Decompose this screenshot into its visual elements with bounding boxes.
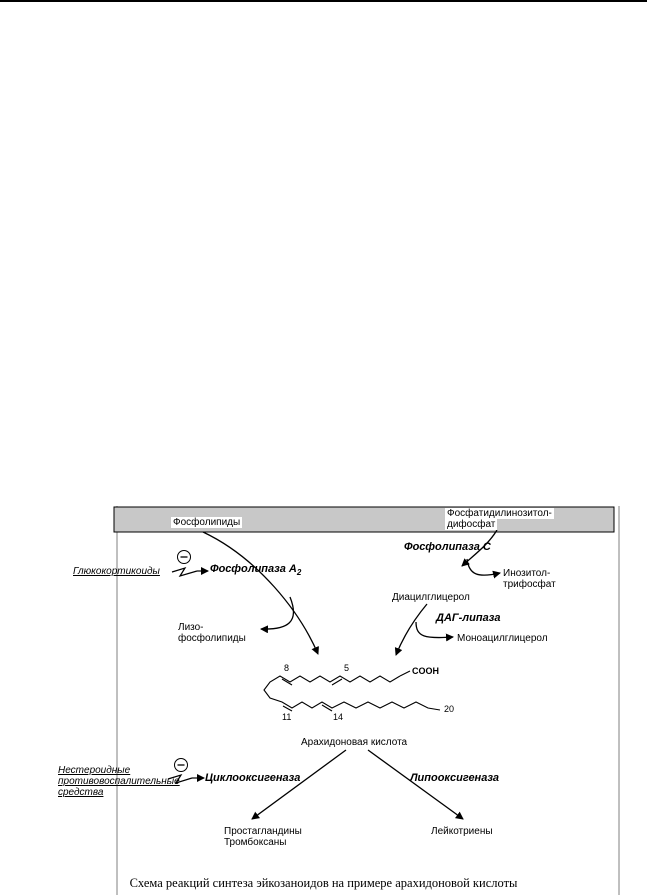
top-rule: [0, 0, 647, 2]
nsaid-label-line3: средства: [58, 787, 104, 798]
nsaid-label-line1: Нестероидные: [58, 765, 131, 776]
dag-lipase-label: ДАГ-липаза: [436, 612, 501, 624]
cox-label: Циклооксигеназа: [205, 772, 301, 784]
arachidonic-acid-label: Арахидоновая кислота: [301, 737, 408, 748]
phospholipids-label: Фосфолипиды: [171, 517, 243, 528]
pip2-label-line1: Фосфатидилинозитол-: [445, 508, 554, 519]
mag-branch-arrow: [415, 621, 454, 642]
lyso-branch-arrow: [260, 596, 295, 634]
arachidonic-acid-structure: [263, 670, 441, 712]
plc-label: Фосфолипаза С: [404, 541, 491, 553]
lox-arrow: [367, 749, 464, 820]
leukotrienes-label: Лейкотриены: [431, 826, 493, 837]
inhibition-zigzag-icon: [167, 773, 193, 785]
dag-lipase-arrow: [394, 603, 428, 656]
lox-label: Липооксигеназа: [410, 772, 500, 784]
figure-caption: Схема реакций синтеза эйкозаноидов на пр…: [129, 876, 518, 890]
cooh-label: COOH: [412, 666, 439, 676]
plc-arrow: [461, 529, 498, 567]
carbon-11-label: 11: [282, 712, 292, 722]
carbon-20-label: 20: [444, 704, 455, 714]
ip3-label-line2: трифосфат: [503, 579, 556, 590]
nsaid-label-line2: противовоспалительные: [58, 776, 180, 787]
prostaglandins-label: Простагландины: [224, 826, 302, 837]
cox-arrow: [251, 749, 347, 820]
lyso-label-line1: Лизо-: [178, 622, 204, 633]
pla2-label: Фосфолипаза А2: [210, 563, 302, 578]
inhibition-zigzag-icon: [171, 566, 198, 578]
ip3-branch-arrow: [466, 558, 501, 579]
carbon-5-label: 5: [344, 663, 350, 673]
ip3-label-line1: Инозитол-: [503, 568, 551, 579]
lyso-label-line2: фосфолипиды: [178, 633, 246, 644]
pla2-arrow: [202, 531, 319, 655]
thromboxanes-label: Тромбоксаны: [224, 837, 287, 848]
dag-label: Диацилглицерол: [392, 592, 470, 603]
pip2-label-line2: дифосфат: [445, 519, 498, 530]
carbon-14-label: 14: [333, 712, 344, 722]
carbon-8-label: 8: [284, 663, 290, 673]
glucocorticoids-label: Глюкокортикоиды: [73, 566, 160, 577]
mag-label: Моноацилглицерол: [457, 633, 548, 644]
